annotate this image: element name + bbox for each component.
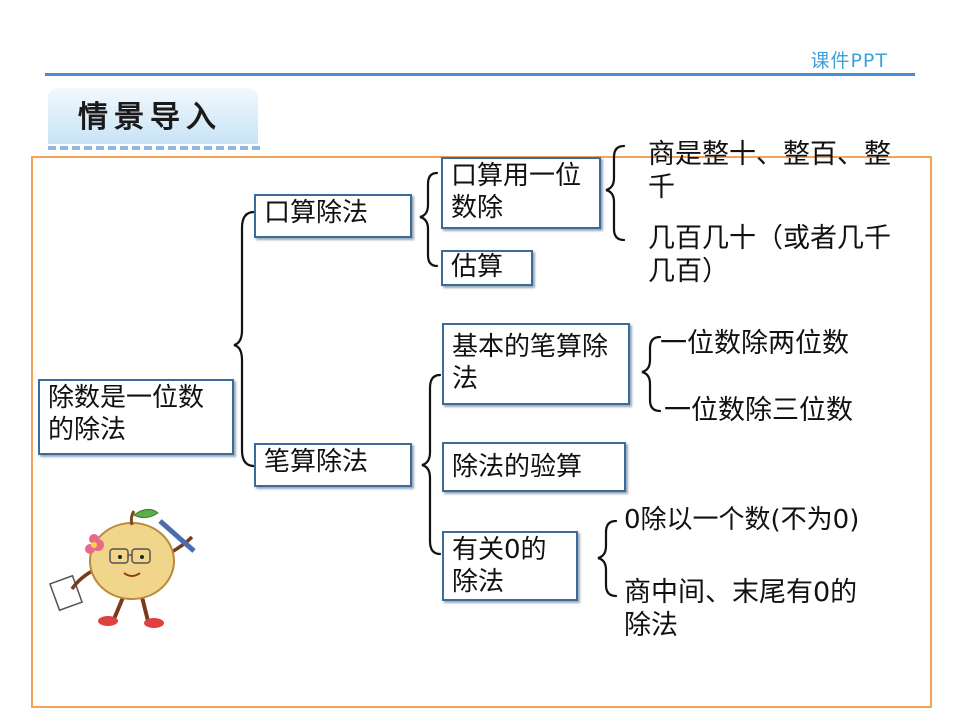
node-estimate: 估算 bbox=[441, 250, 533, 286]
zero-brace bbox=[597, 519, 618, 598]
title-tab bbox=[48, 88, 258, 144]
node-oral-division: 口算除法 bbox=[254, 194, 412, 238]
written-brace bbox=[421, 373, 442, 556]
header-divider bbox=[45, 73, 915, 76]
leaf-zero-divided: 0除以一个数(不为0) bbox=[624, 505, 860, 535]
oral-brace bbox=[419, 171, 439, 268]
node-division-check: 除法的验算 bbox=[442, 442, 626, 492]
node-zero-division: 有关0的除法 bbox=[442, 531, 578, 601]
leaf-tens-hundreds: 几百几十（或者几千几百） bbox=[648, 223, 891, 287]
whole-tens-brace bbox=[605, 144, 626, 242]
page-title: 情景导入 bbox=[78, 100, 222, 135]
leaf-whole-tens: 商是整十、整百、整千 bbox=[648, 139, 891, 203]
node-root: 除数是一位数的除法 bbox=[38, 379, 234, 455]
leaf-three-digit: 一位数除三位数 bbox=[664, 395, 853, 426]
node-basic-written: 基本的笔算除法 bbox=[442, 323, 630, 405]
node-written-division: 笔算除法 bbox=[254, 443, 412, 487]
root-brace bbox=[233, 210, 256, 468]
leaf-two-digit: 一位数除两位数 bbox=[660, 328, 849, 359]
node-oral-whole: 口算用一位数除 bbox=[441, 157, 601, 229]
title-dashed-underline bbox=[48, 146, 260, 150]
brand-label: 课件PPT bbox=[810, 50, 888, 72]
pear-character-with-pen-icon bbox=[44, 497, 252, 643]
basic-brace bbox=[641, 335, 662, 413]
leaf-zero-in-quotient: 商中间、末尾有0的除法 bbox=[624, 577, 858, 641]
